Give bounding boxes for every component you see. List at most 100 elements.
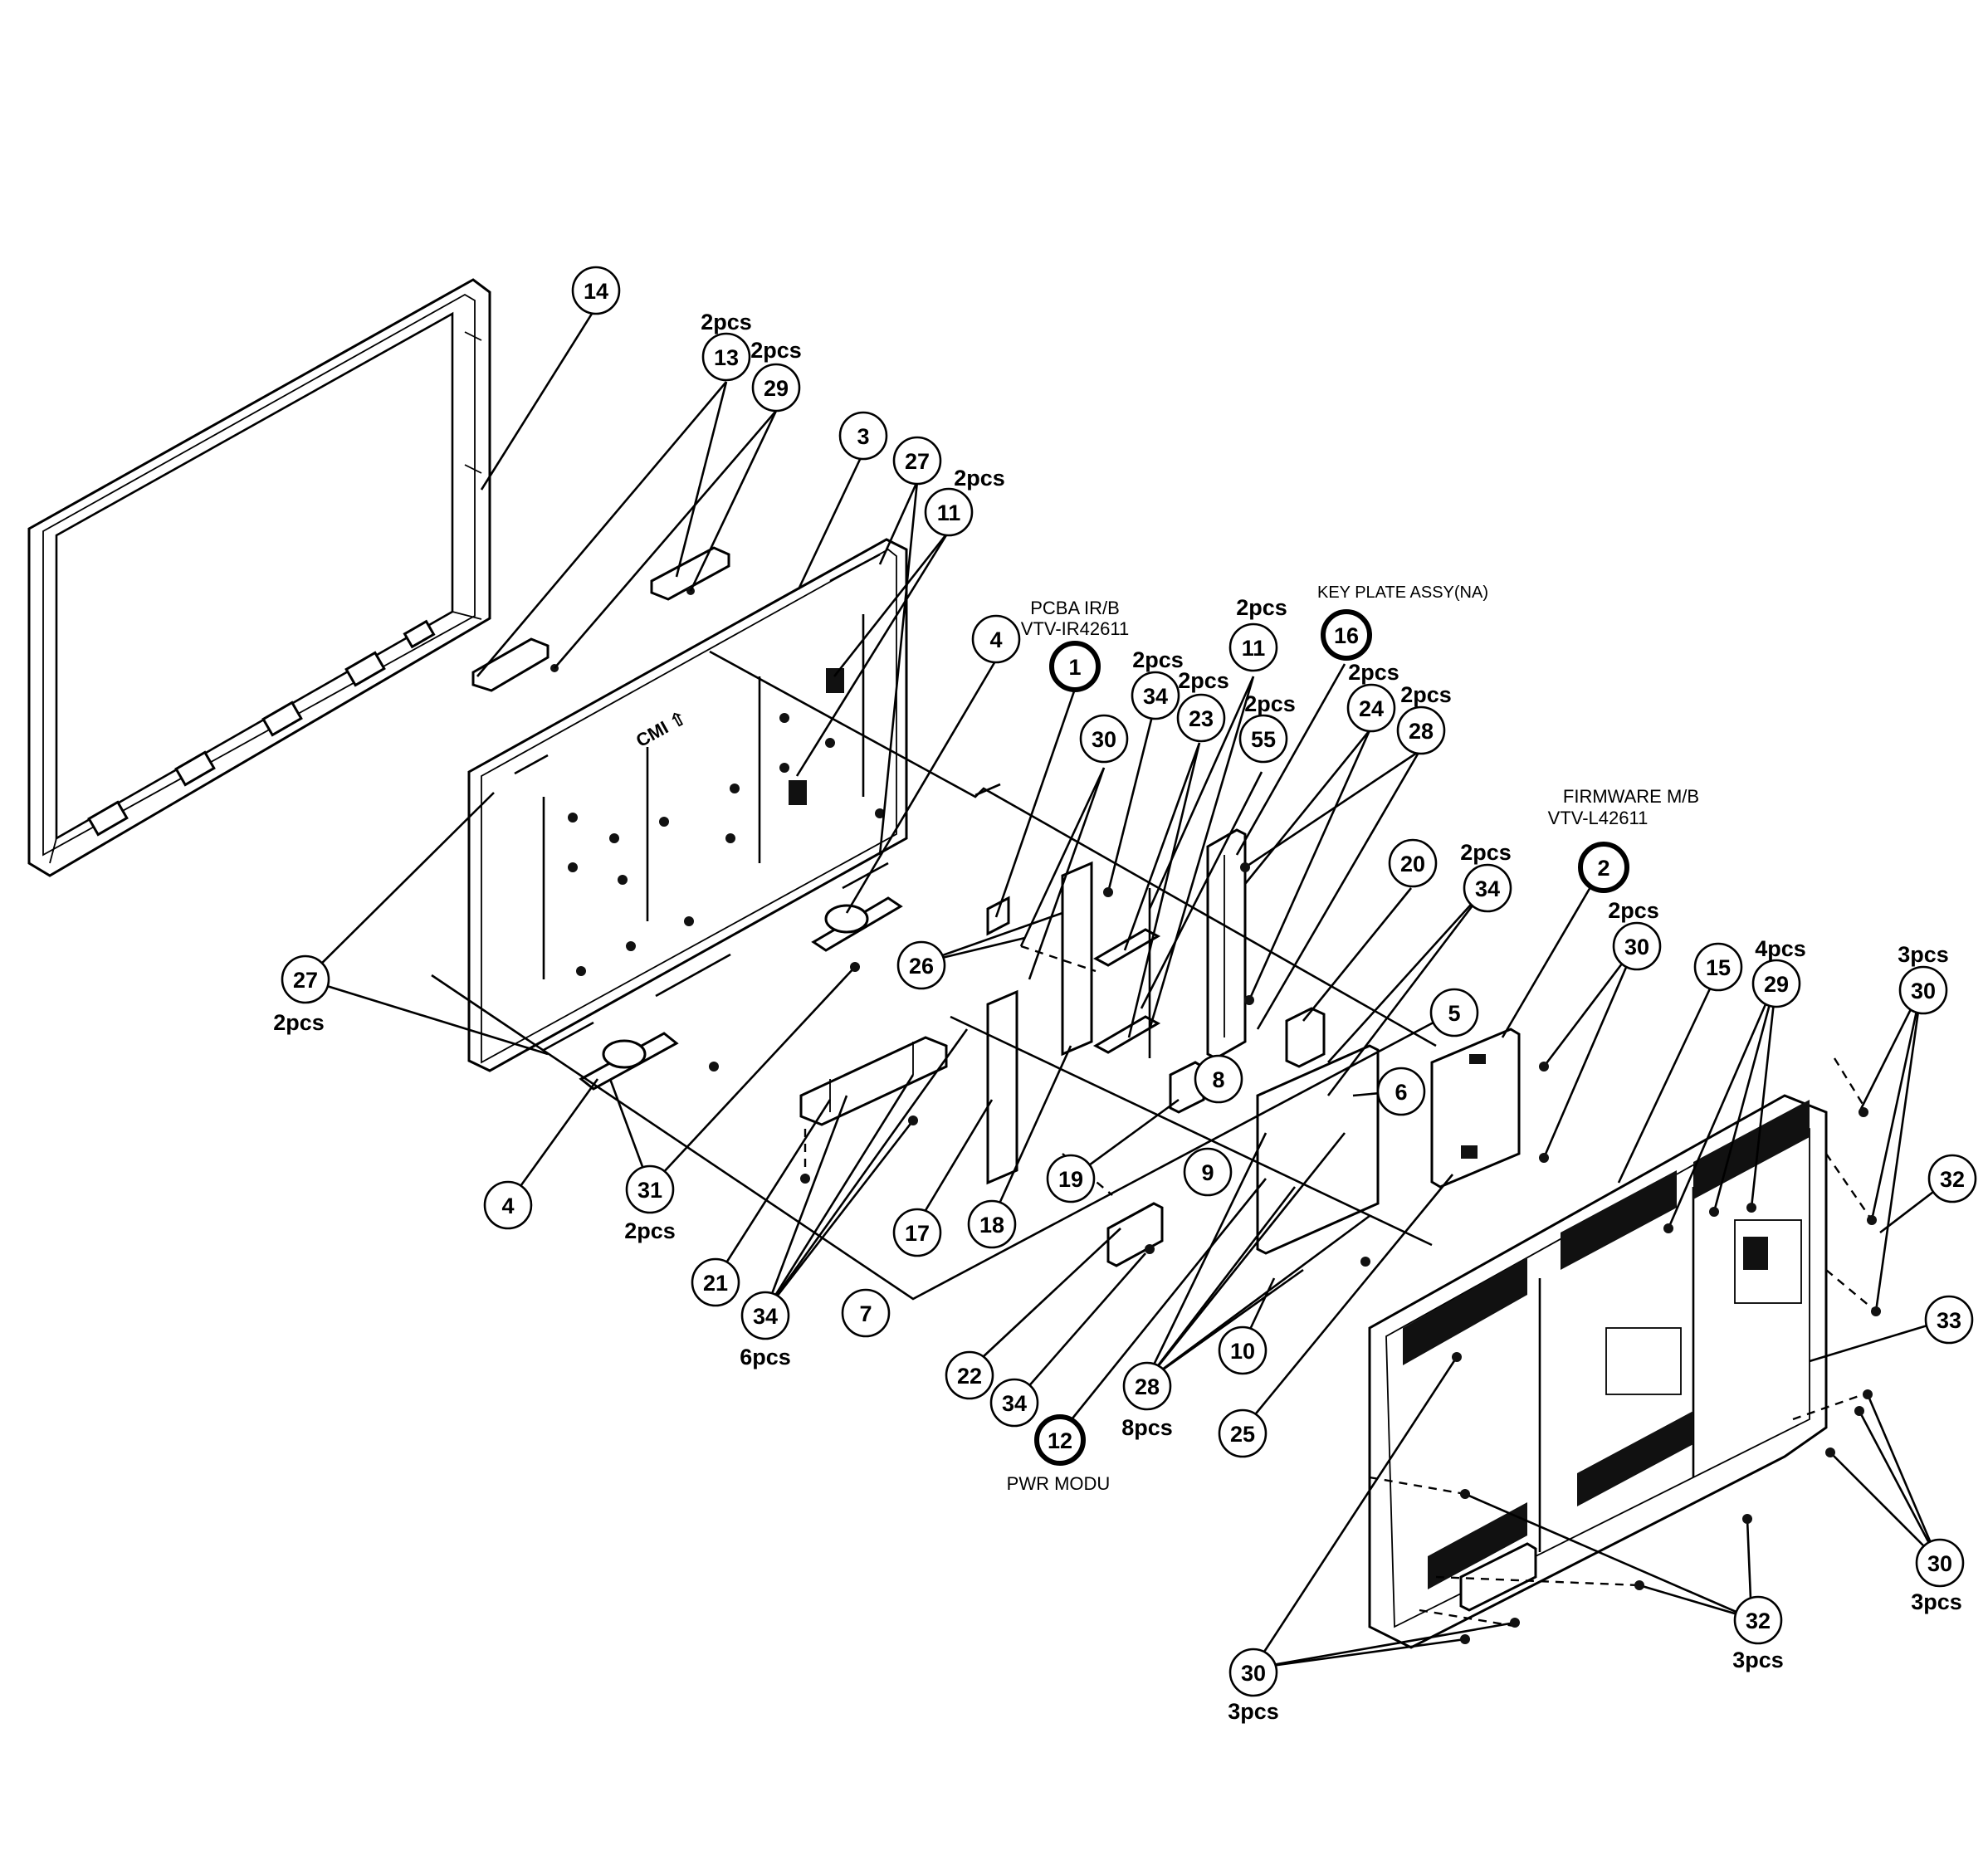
callout-18: 18 <box>967 1199 1017 1249</box>
callout-circle <box>1429 988 1479 1037</box>
callout-circle <box>841 1288 891 1338</box>
pwr-modu-label: PWR MODU <box>1007 1473 1111 1494</box>
callout-circle <box>1924 1295 1974 1345</box>
part-17-18-strips <box>986 861 1093 1185</box>
callout-number: 4 <box>989 627 1002 652</box>
firmware-code: VTV-L42611 <box>1548 808 1649 828</box>
callout-circle <box>1122 1361 1172 1411</box>
callout-quantity: 2pcs <box>624 1218 676 1243</box>
callout-circle <box>691 1257 740 1307</box>
callout-circle <box>838 411 888 461</box>
callout-number: 24 <box>1359 696 1384 721</box>
firmware-mb-label: FIRMWARE M/B <box>1563 786 1699 807</box>
part-13-clips <box>471 546 730 692</box>
callout-29a: 29 2pcs <box>750 338 802 413</box>
callout-2: 2 <box>1578 842 1629 893</box>
callout-number: 4 <box>501 1194 514 1218</box>
part-2-main-board <box>1430 1028 1521 1189</box>
callout-34a: 34 2pcs <box>1131 647 1184 720</box>
callout-number: 23 <box>1189 706 1214 731</box>
callout-5: 5 <box>1429 988 1479 1037</box>
callout-circle <box>1079 714 1129 764</box>
callout-number: 10 <box>1230 1339 1255 1364</box>
callout-number: 3 <box>857 424 869 449</box>
callout-number: 28 <box>1409 719 1434 744</box>
callout-quantity: 3pcs <box>1911 1589 1962 1614</box>
callout-quantity: 4pcs <box>1755 936 1806 961</box>
callout-circle <box>1898 965 1948 1015</box>
callout-24: 24 2pcs <box>1346 660 1399 733</box>
callout-circle <box>924 487 974 537</box>
callout-circle <box>967 1199 1017 1249</box>
callout-33: 33 <box>1924 1295 1974 1345</box>
callout-number: 9 <box>1201 1160 1214 1185</box>
callout-4a: 4 <box>971 614 1021 664</box>
callout-circle <box>1388 838 1438 888</box>
callout-30a: 30 <box>1079 714 1129 764</box>
callout-26: 26 <box>896 940 946 990</box>
callout-number: 27 <box>905 449 930 474</box>
callout-9: 9 <box>1183 1147 1233 1197</box>
callout-circle <box>1346 683 1396 733</box>
callout-number: 33 <box>1937 1308 1961 1333</box>
part-23-55-brackets <box>1092 888 1161 1058</box>
board-labels: PCBA IR/B VTV-IR42611 KEY PLATE ASSY(NA)… <box>1007 583 1699 1494</box>
callout-quantity: 3pcs <box>1898 942 1949 967</box>
screw-dash-lines <box>804 945 1877 1628</box>
callout-circle <box>1376 1067 1426 1116</box>
callout-quantity: 2pcs <box>954 466 1005 491</box>
callout-circle <box>1915 1538 1965 1588</box>
callout-34d: 34 <box>989 1378 1039 1428</box>
callout-quantity: 2pcs <box>750 338 802 363</box>
callout-number: 15 <box>1706 955 1731 980</box>
callout-number: 13 <box>714 345 739 370</box>
callout-number: 34 <box>1475 876 1500 901</box>
callout-number: 17 <box>905 1221 930 1246</box>
callout-circle <box>1321 609 1372 661</box>
callout-circle <box>740 1291 790 1340</box>
callout-circle <box>1733 1595 1783 1645</box>
callout-circle <box>1927 1154 1977 1203</box>
callout-1: 1 <box>1049 641 1101 692</box>
callout-number: 30 <box>1927 1551 1952 1576</box>
callout-number: 21 <box>703 1271 728 1296</box>
callout-number: 30 <box>1092 727 1116 752</box>
callout-number: 18 <box>979 1213 1004 1238</box>
callout-quantity: 2pcs <box>1132 647 1184 672</box>
callout-circle <box>989 1378 1039 1428</box>
part-20-bracket <box>1285 1007 1326 1068</box>
callout-number: 34 <box>1143 684 1168 709</box>
callout-circle <box>1046 1154 1096 1203</box>
callout-number: 19 <box>1058 1167 1083 1192</box>
callout-circle <box>892 1208 942 1257</box>
callout-number: 29 <box>764 376 789 401</box>
part-16-key-plate <box>1206 828 1247 1060</box>
callout-20: 20 <box>1388 838 1438 888</box>
callout-quantity: 2pcs <box>701 310 752 334</box>
callout-10: 10 <box>1218 1325 1268 1375</box>
callout-number: 25 <box>1230 1422 1255 1447</box>
part-15-back-cover <box>1368 1094 1828 1649</box>
part-14-front-bezel <box>27 278 491 877</box>
screws <box>709 862 1881 1644</box>
callout-circle <box>1218 1408 1268 1458</box>
callout-circle <box>751 363 801 413</box>
callout-quantity: 2pcs <box>1236 595 1287 620</box>
callout-6: 6 <box>1376 1067 1426 1116</box>
callout-30d: 30 3pcs <box>1911 1538 1965 1614</box>
callout-number: 30 <box>1911 979 1936 1003</box>
callout-circle <box>1396 705 1446 755</box>
part-21-bracket <box>799 1036 948 1126</box>
callout-number: 29 <box>1764 972 1789 997</box>
callout-quantity: 2pcs <box>1348 660 1399 685</box>
callout-3: 3 <box>838 411 888 461</box>
callout-number: 30 <box>1624 935 1649 959</box>
